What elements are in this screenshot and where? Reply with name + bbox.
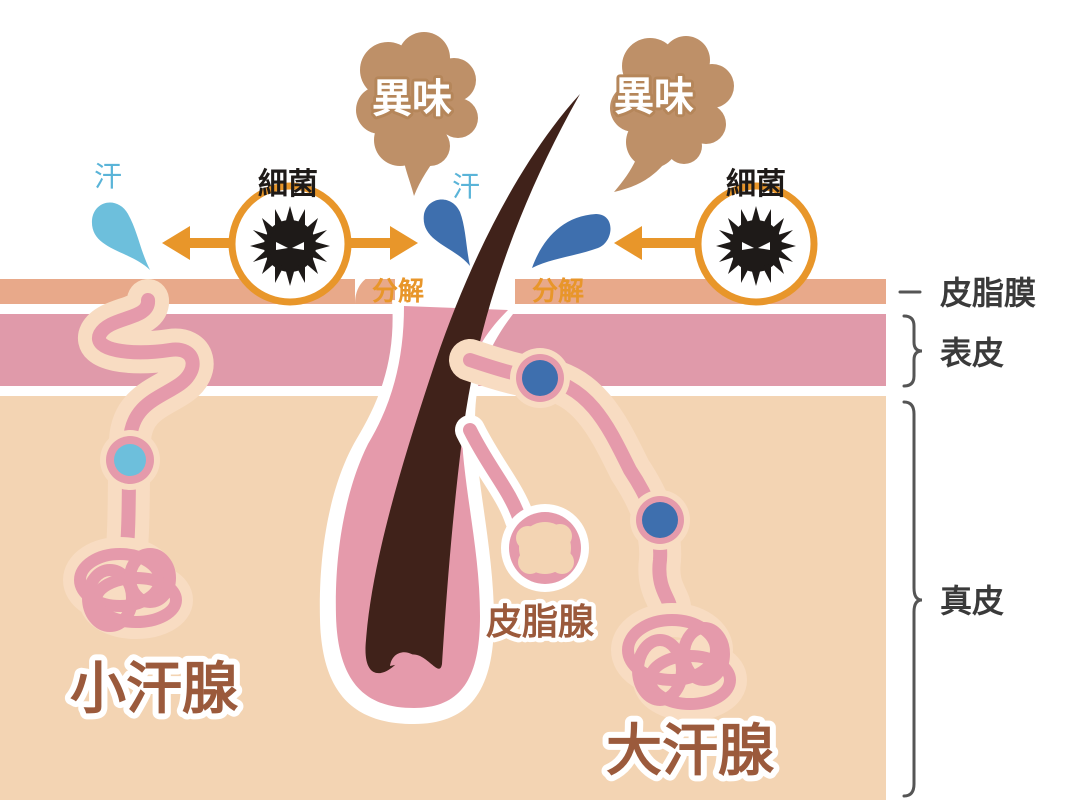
eccrine-gland bbox=[63, 279, 214, 639]
apocrine-gland bbox=[449, 339, 747, 721]
epidermis-label: 表皮 bbox=[940, 334, 1004, 372]
arrow-icon-right bbox=[614, 226, 702, 260]
sweat-drop-icon-center bbox=[423, 199, 470, 266]
odor-cloud-icon-right bbox=[610, 36, 734, 192]
bacteria-label-left: 細菌 bbox=[258, 167, 318, 202]
bacteria-label-right: 細菌 bbox=[726, 167, 786, 202]
hair bbox=[365, 94, 580, 674]
odor-label-left: 異味 bbox=[372, 76, 452, 122]
decompose-label-right: 分解 bbox=[532, 277, 584, 307]
brace-icon-dermis bbox=[902, 400, 923, 798]
apocrine-gland-label: 大汗腺 bbox=[606, 719, 775, 784]
dermis-label: 真皮 bbox=[940, 582, 1004, 620]
sebum-membrane-label: 皮脂膜 bbox=[940, 274, 1036, 312]
brace-icons bbox=[898, 290, 923, 798]
eccrine-gland-label: 小汗腺 bbox=[70, 657, 239, 722]
arrow-icon-left bbox=[162, 226, 230, 260]
sebaceous-gland-label: 皮脂腺 bbox=[486, 602, 595, 643]
bacteria-icon-right bbox=[694, 182, 818, 306]
sweat-label-center: 汗 bbox=[452, 170, 480, 203]
bacteria-icon-left bbox=[228, 182, 352, 306]
sweat-drop-icon-left bbox=[91, 202, 150, 270]
odor-cloud-icon-left bbox=[356, 32, 478, 196]
sweat-drop-icon-right bbox=[532, 214, 611, 268]
arrow-icon-center bbox=[348, 226, 418, 260]
brace-icon-epidermis bbox=[902, 314, 923, 388]
odor-label-right: 異味 bbox=[614, 74, 694, 120]
sweat-label-left: 汗 bbox=[94, 160, 122, 193]
hair-follicle bbox=[319, 94, 580, 724]
sebaceous-gland bbox=[455, 415, 589, 592]
decompose-label-left: 分解 bbox=[372, 277, 424, 307]
